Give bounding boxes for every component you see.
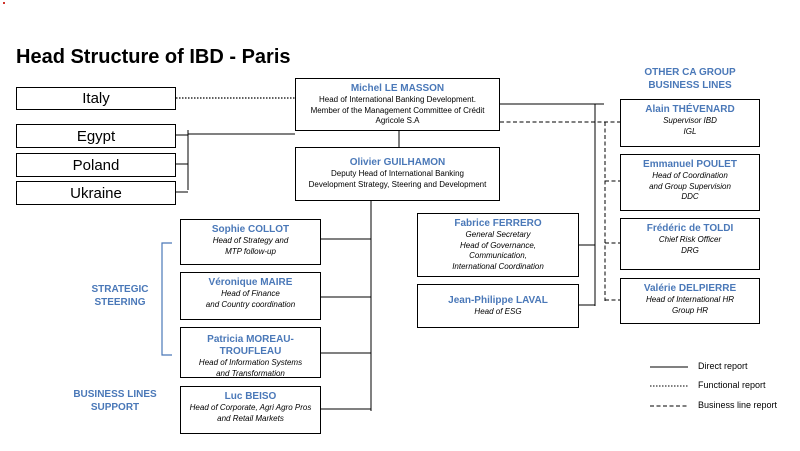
- group-business-lines-support: BUSINESS LINES SUPPORT: [73, 389, 157, 413]
- ceo-title-line: Head of International Banking Developmen…: [319, 95, 476, 104]
- staff-name: Patricia MOREAU-TROUFLEAU: [207, 334, 294, 357]
- staff-box-ferrero: Fabrice FERRERO General Secretary Head o…: [417, 213, 579, 277]
- other-role: Group HR: [671, 305, 708, 315]
- other-box-detoldi: Frédéric de TOLDI Chief Risk Officer DRG: [620, 218, 760, 270]
- staff-box-collot: Sophie COLLOT Head of Strategy and MTP f…: [180, 219, 321, 265]
- staff-role: Head of Governance,: [459, 240, 537, 250]
- ceo-name: Michel LE MASSON: [350, 83, 445, 94]
- other-role: Supervisor IBD: [663, 116, 717, 125]
- corner-mark: [3, 2, 5, 4]
- ceo-title-line: Agricole S.A: [375, 116, 420, 125]
- staff-role: Head of Corporate, Agri Agro Pros: [189, 403, 312, 412]
- country-italy: Italy: [16, 87, 176, 110]
- deputy-box: Olivier GUILHAMON Deputy Head of Interna…: [295, 147, 500, 201]
- group-strategic-steering: STRATEGIC STEERING: [91, 284, 149, 308]
- staff-box-moreau: Patricia MOREAU-TROUFLEAU Head of Inform…: [180, 327, 321, 378]
- country-poland: Poland: [16, 153, 176, 177]
- country-egypt: Egypt: [16, 124, 176, 148]
- other-lines-header: OTHER CA GROUP BUSINESS LINES: [644, 67, 736, 91]
- legend-business-label: Business line report: [698, 400, 778, 410]
- staff-box-laval: Jean-Philippe LAVAL Head of ESG: [417, 284, 579, 328]
- other-role: Chief Risk Officer: [658, 235, 722, 244]
- legend-direct-label: Direct report: [698, 361, 748, 371]
- staff-role: Communication,: [469, 251, 527, 260]
- page-title: Head Structure of IBD - Paris: [16, 46, 291, 68]
- deputy-name: Olivier GUILHAMON: [349, 157, 446, 168]
- staff-role: Head of Information Systems: [198, 358, 303, 367]
- staff-role: MTP follow-up: [225, 246, 276, 256]
- staff-name: Luc BEISO: [224, 391, 277, 402]
- staff-role: Head of Finance: [221, 289, 280, 298]
- other-role: IGL: [683, 126, 697, 136]
- ceo-box: Michel LE MASSON Head of International B…: [295, 78, 500, 131]
- staff-role: General Secretary: [465, 230, 531, 239]
- staff-name: Fabrice FERRERO: [454, 218, 542, 229]
- deputy-title-line: Deputy Head of International Banking: [331, 169, 464, 178]
- other-role: Head of Coordination: [652, 171, 728, 180]
- other-role: and Group Supervision: [649, 181, 731, 191]
- other-name: Alain THÉVENARD: [645, 104, 735, 115]
- other-role: Head of International HR: [645, 295, 735, 304]
- other-box-poulet: Emmanuel POULET Head of Coordination and…: [620, 154, 760, 211]
- other-name: Valérie DELPIERRE: [643, 283, 737, 294]
- staff-role: International Coordination: [452, 261, 544, 271]
- legend-functional-label: Functional report: [698, 380, 766, 390]
- other-box-delpierre: Valérie DELPIERRE Head of International …: [620, 278, 760, 324]
- other-role: DRG: [681, 245, 699, 255]
- deputy-title-line: Development Strategy, Steering and Devel…: [308, 179, 487, 189]
- staff-role: Head of ESG: [474, 307, 522, 316]
- strategic-bracket: [161, 242, 172, 356]
- staff-box-beiso: Luc BEISO Head of Corporate, Agri Agro P…: [180, 386, 321, 434]
- staff-role: and Transformation: [216, 368, 285, 378]
- staff-role: and Country coordination: [205, 299, 296, 309]
- staff-role: Head of Strategy and: [212, 236, 289, 245]
- other-name: Emmanuel POULET: [643, 159, 737, 170]
- staff-role: and Retail Markets: [217, 413, 284, 423]
- staff-name: Jean-Philippe LAVAL: [448, 295, 548, 306]
- other-role: DDC: [681, 192, 699, 201]
- ceo-title-line: Member of the Management Committee of Cr…: [310, 105, 485, 115]
- staff-name: Véronique MAIRE: [208, 277, 293, 288]
- country-ukraine: Ukraine: [16, 181, 176, 205]
- other-name: Frédéric de TOLDI: [646, 223, 734, 234]
- staff-box-maire: Véronique MAIRE Head of Finance and Coun…: [180, 272, 321, 320]
- staff-name: Sophie COLLOT: [211, 224, 290, 235]
- other-box-thevenard: Alain THÉVENARD Supervisor IBD IGL: [620, 99, 760, 147]
